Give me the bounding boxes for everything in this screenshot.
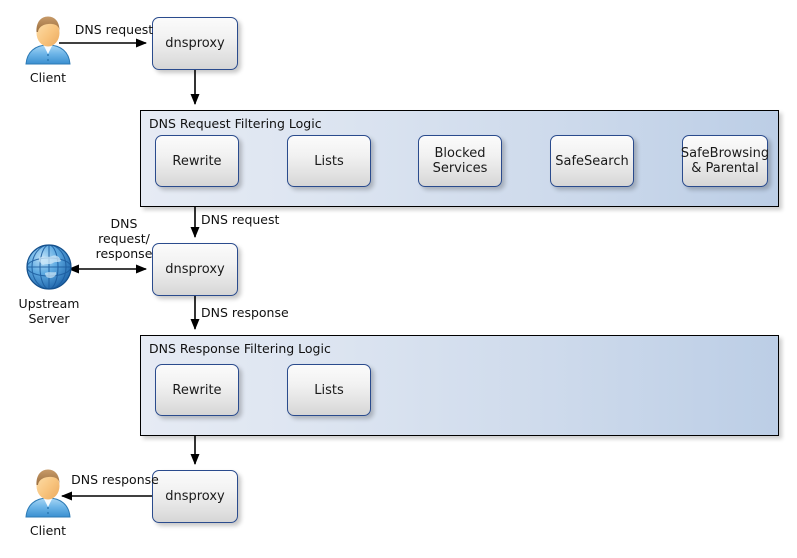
actor-caption-client-top: Client [29,70,67,85]
node-req-safebrowsing-parental-label: SafeBrowsing & Parental [680,146,770,176]
node-req-blocked-services[interactable]: Blocked Services [418,135,502,187]
node-dnsproxy-middle[interactable]: dnsproxy [152,243,238,296]
node-req-safebrowsing-parental[interactable]: SafeBrowsing & Parental [680,135,770,187]
actor-caption-client-bottom: Client [29,523,67,538]
node-req-blocked-services-label: Blocked Services [432,146,488,176]
edge-label-dnsproxy-to-request-panel: DNS request [201,212,280,227]
user-icon [25,469,71,518]
node-dnsproxy-bottom-label: dnsproxy [165,489,225,504]
node-resp-lists[interactable]: Lists [287,364,371,416]
panel-title-request-filtering: DNS Request Filtering Logic [149,116,322,131]
node-dnsproxy-bottom[interactable]: dnsproxy [152,470,238,523]
edge-label-dnsproxy-to-response-panel: DNS response [201,305,289,320]
edge-label-dnsproxy-to-client: DNS response [71,472,159,487]
node-req-rewrite-label: Rewrite [172,153,222,169]
node-resp-rewrite-label: Rewrite [172,382,222,398]
node-req-rewrite[interactable]: Rewrite [155,135,239,187]
node-resp-lists-label: Lists [314,382,344,398]
user-icon [25,16,71,65]
edge-label-client-to-dnsproxy: DNS request [74,22,154,37]
actor-caption-upstream: Upstream Server [18,296,80,326]
node-dnsproxy-middle-label: dnsproxy [165,262,225,277]
node-req-lists-label: Lists [314,153,344,169]
panel-response-filtering: DNS Response Filtering Logic [140,335,779,436]
node-dnsproxy-top-label: dnsproxy [165,36,225,51]
globe-icon [26,244,72,290]
node-dnsproxy-top[interactable]: dnsproxy [152,17,238,70]
node-resp-rewrite[interactable]: Rewrite [155,364,239,416]
panel-title-response-filtering: DNS Response Filtering Logic [149,341,331,356]
node-req-lists[interactable]: Lists [287,135,371,187]
node-req-safesearch[interactable]: SafeSearch [550,135,634,187]
node-req-safesearch-label: SafeSearch [555,153,629,169]
edge-label-upstream-bidirectional: DNS request/ response [95,216,153,261]
